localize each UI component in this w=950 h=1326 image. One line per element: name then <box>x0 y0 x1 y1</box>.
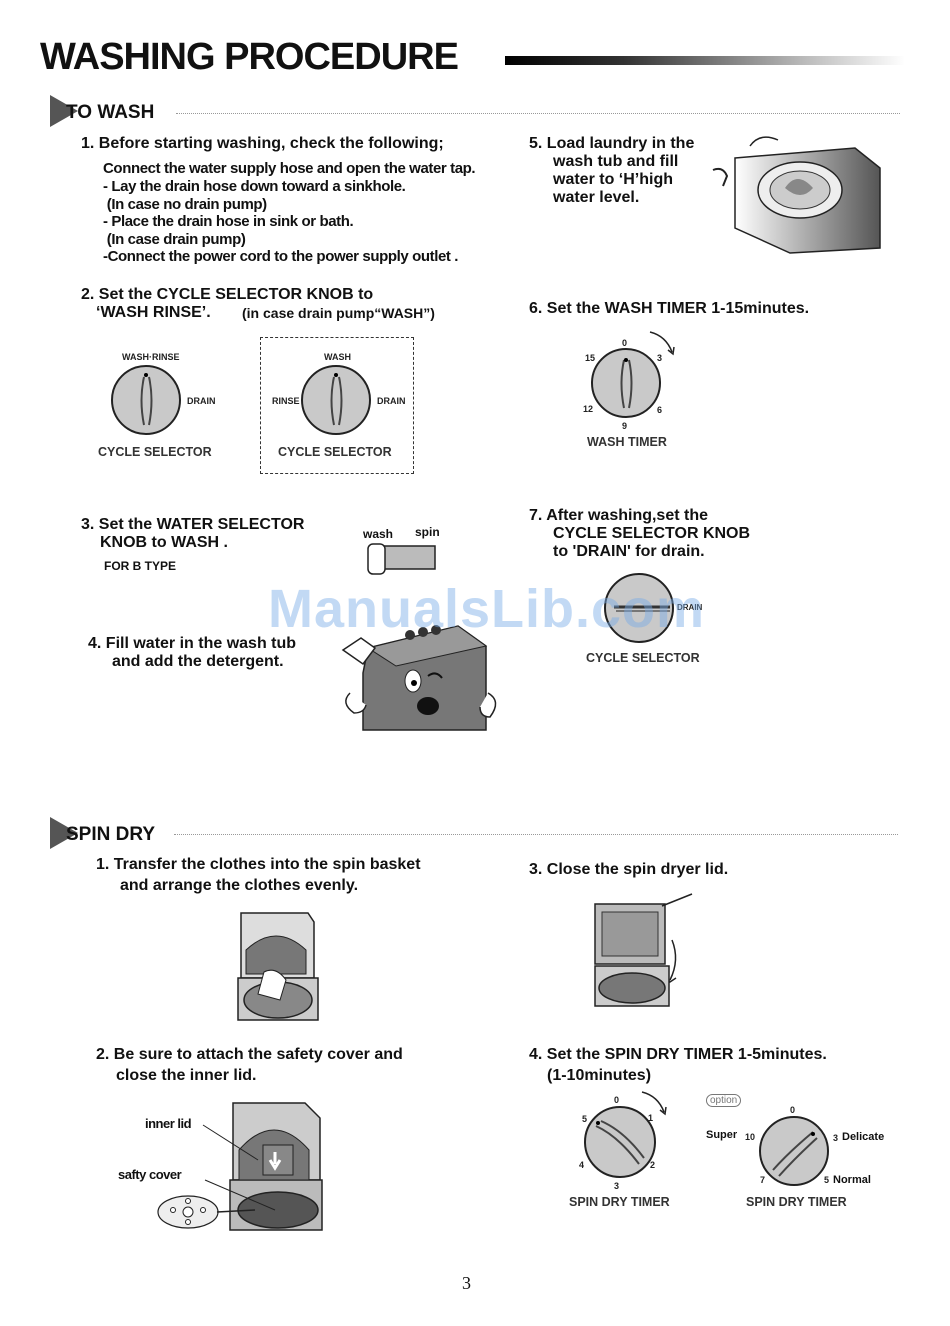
step3-note: FOR B TYPE <box>104 559 177 573</box>
watermark: ManualsLib.com <box>268 579 706 639</box>
knob-grip-icon <box>620 358 633 409</box>
timer-tick: 10 <box>745 1132 756 1142</box>
step1-line: - Place the drain hose in sink or bath. <box>103 213 354 230</box>
timer-tick: 7 <box>760 1175 766 1185</box>
step1-title: 1. Before starting washing, check the fo… <box>81 135 444 152</box>
timer-tick: 0 <box>614 1095 620 1105</box>
knob2-left-label: RINSE <box>272 396 300 406</box>
wash-timer-caption: WASH TIMER <box>587 435 667 449</box>
timer-tick: 3 <box>614 1181 620 1191</box>
step4-line1: 4. Fill water in the wash tub <box>88 635 297 652</box>
spin-step1-line1: 1. Transfer the clothes into the spin ba… <box>96 856 421 873</box>
step1-line: Connect the water supply hose and open t… <box>103 160 476 177</box>
knob2-top-label: WASH <box>324 352 351 362</box>
knob1-right-label: DRAIN <box>187 396 216 406</box>
section-title-to-wash: TO WASH <box>66 102 155 123</box>
timer-tick: 3 <box>833 1133 839 1143</box>
knob-grip-icon <box>330 373 343 426</box>
washer-top-illustration <box>712 136 881 254</box>
timer-tick: 0 <box>790 1105 796 1115</box>
step2-note: (in case drain pump“WASH”) <box>242 305 435 321</box>
step7-line: 7. After washing,set the <box>529 507 708 524</box>
step5-line: wash tub and fill <box>553 153 679 170</box>
timer-tick: 9 <box>622 421 628 431</box>
timer-tick: 5 <box>824 1175 830 1185</box>
delicate-label: Delicate <box>842 1131 885 1143</box>
step5-line: 5. Load laundry in the <box>529 135 695 152</box>
knob1-top-label: WASH·RINSE <box>122 352 180 362</box>
spin-basket-illustration <box>237 912 319 1021</box>
safety-cover-label: safty cover <box>118 1167 182 1182</box>
timer-tick: 0 <box>622 338 628 348</box>
super-label: Super <box>706 1129 738 1141</box>
spin-timer1-caption: SPIN DRY TIMER <box>569 1195 670 1209</box>
timer-tick: 3 <box>657 353 663 363</box>
spin-step3-title: 3. Close the spin dryer lid. <box>529 861 729 878</box>
timer-tick: 6 <box>657 405 663 415</box>
inner-lid-label: inner lid <box>145 1116 192 1131</box>
washer-mascot-illustration <box>341 625 497 731</box>
water-selector-switch <box>367 543 436 575</box>
section-marker-icon <box>50 95 78 127</box>
knob-grip-icon <box>140 373 153 426</box>
step2-line2: ‘WASH RINSE’. <box>96 304 211 321</box>
knob2-right-label: DRAIN <box>377 396 406 406</box>
normal-label: Normal <box>833 1174 871 1186</box>
title-gradient-bar <box>505 56 905 65</box>
timer-tick: 4 <box>579 1160 585 1170</box>
timer-tick: 2 <box>650 1160 656 1170</box>
knob-drain-pointer-icon <box>614 605 670 612</box>
spin-step4-line2: (1-10minutes) <box>547 1067 652 1084</box>
safety-cover-illustration <box>157 1102 323 1231</box>
page-number: 3 <box>462 1273 471 1293</box>
timer-tick: 12 <box>583 404 594 414</box>
step4-line2: and add the detergent. <box>112 653 284 670</box>
rotate-arrow-icon <box>641 1091 667 1116</box>
spin-timer2-caption: SPIN DRY TIMER <box>746 1195 847 1209</box>
timer-tick: 1 <box>648 1113 654 1123</box>
page-title: WASHING PROCEDURE <box>40 36 459 78</box>
spin-step2-line2: close the inner lid. <box>116 1067 257 1084</box>
knob2-caption: CYCLE SELECTOR <box>278 445 392 459</box>
step1-line: -Connect the power cord to the power sup… <box>103 248 459 265</box>
timer-tick: 15 <box>585 353 596 363</box>
knob1-caption: CYCLE SELECTOR <box>98 445 212 459</box>
step3-line1: 3. Set the WATER SELECTOR <box>81 516 305 533</box>
step7-line: CYCLE SELECTOR KNOB <box>553 525 751 542</box>
step7-line: to 'DRAIN' for drain. <box>553 543 705 560</box>
step6-title: 6. Set the WASH TIMER 1-15minutes. <box>529 300 810 317</box>
option-badge: option <box>706 1094 742 1107</box>
step7-caption: CYCLE SELECTOR <box>586 651 700 665</box>
step1-line: (In case drain pump) <box>103 231 246 248</box>
section-marker-icon <box>50 817 78 849</box>
spin-dry-timer-knob <box>584 1106 656 1178</box>
rotate-arrow-icon <box>649 331 675 356</box>
drain-label: DRAIN <box>677 603 703 612</box>
section-rule <box>174 834 898 835</box>
step1-line: - Lay the drain hose down toward a sinkh… <box>103 178 406 195</box>
step2-line1: 2. Set the CYCLE SELECTOR KNOB to <box>81 286 374 303</box>
knob-grip-icon <box>772 1131 818 1177</box>
spin-step1-line2: and arrange the clothes evenly. <box>120 877 359 894</box>
water-selector-spin-label: spin <box>415 525 440 539</box>
spin-lid-illustration <box>594 893 693 1007</box>
water-selector-wash-label: wash <box>363 527 394 541</box>
timer-tick: 5 <box>582 1114 588 1124</box>
step5-line: water level. <box>553 189 640 206</box>
knob-grip-icon <box>595 1120 645 1165</box>
spin-step4-line1: 4. Set the SPIN DRY TIMER 1-5minutes. <box>529 1046 827 1063</box>
spin-dry-timer-knob <box>759 1116 829 1186</box>
section-title-spin-dry: SPIN DRY <box>66 824 156 845</box>
step5-line: water to ‘H’high <box>553 171 673 188</box>
spin-step2-line1: 2. Be sure to attach the safety cover an… <box>96 1046 403 1063</box>
section-rule <box>176 113 900 114</box>
drain-pump-knob-box <box>260 337 414 474</box>
step3-line2: KNOB to WASH . <box>100 534 228 551</box>
step1-line: (In case no drain pump) <box>103 196 267 213</box>
